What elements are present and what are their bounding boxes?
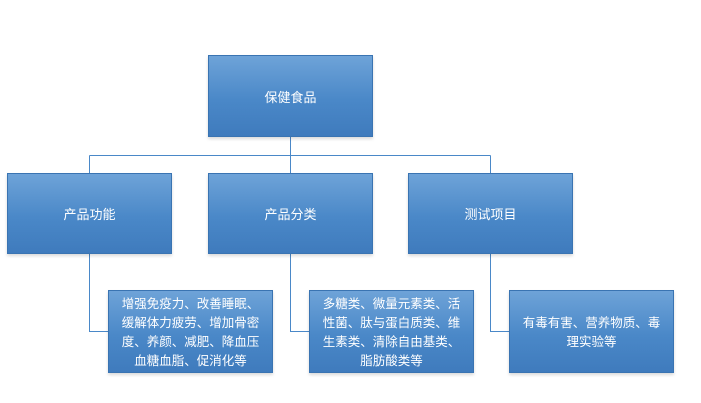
category-node-classification: 产品分类 [208,173,373,254]
category-node-test-items: 测试项目 [408,173,573,254]
connector-elbow-det1 [89,254,108,332]
root-node: 保健食品 [208,55,373,137]
category-node-label: 产品分类 [264,208,317,223]
category-node-functions: 产品功能 [7,173,172,254]
root-node-label: 保健食品 [264,90,317,106]
detail-node-classification: 多糖类、微量元素类、活性菌、肽与蛋白质类、维生素类、清除自由基类、脂肪酸类等 [309,290,474,373]
detail-node-test-items: 有毒有害、营养物质、毒理实验等 [509,290,674,373]
detail-node-text: 增强免疫力、改善睡眠、缓解体力疲劳、增加骨密度、养颜、减肥、降血压血糖血脂、促消… [121,295,260,368]
category-node-label: 测试项目 [464,208,517,223]
category-node-label: 产品功能 [63,208,116,223]
connector-elbow-det3 [490,254,509,332]
detail-node-functions: 增强免疫力、改善睡眠、缓解体力疲劳、增加骨密度、养颜、减肥、降血压血糖血脂、促消… [108,290,273,373]
detail-node-text: 有毒有害、营养物质、毒理实验等 [522,314,661,349]
detail-node-text: 多糖类、微量元素类、活性菌、肽与蛋白质类、维生素类、清除自由基类、脂肪酸类等 [322,295,461,368]
connector-elbow-det2 [290,254,309,332]
